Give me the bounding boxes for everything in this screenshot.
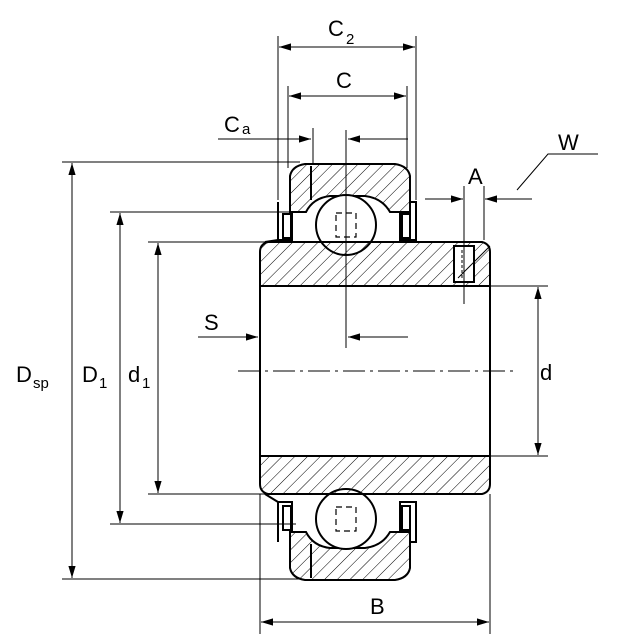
label-w: W [558, 130, 579, 155]
dimensions [62, 36, 598, 634]
label-a: A [468, 164, 483, 189]
label-ca: C [224, 112, 240, 137]
label-d1-inner-sub: 1 [142, 375, 150, 392]
seal-right-bottom [392, 501, 417, 543]
label-b: B [370, 594, 385, 619]
label-c2: C [328, 16, 344, 41]
label-d: d [540, 360, 552, 385]
outer-ring-bottom [289, 531, 411, 581]
label-c: C [336, 68, 352, 93]
label-d1-inner: d [128, 362, 140, 387]
dimension-labels: C 2 C C a W A S D sp D 1 d 1 d B [16, 16, 579, 619]
label-ca-sub: a [242, 121, 251, 138]
outer-ring-top [289, 163, 411, 213]
seal-right-top [392, 201, 417, 241]
ball-bottom [315, 488, 377, 550]
label-dsp-sub: sp [33, 375, 49, 392]
label-d1-outer: D [82, 362, 98, 387]
bearing-section [238, 130, 515, 581]
inner-ring-bottom [259, 455, 491, 495]
label-s: S [204, 310, 219, 335]
label-c2-sub: 2 [346, 31, 354, 48]
seal-left-bottom [277, 501, 300, 542]
label-d1-outer-sub: 1 [99, 375, 107, 392]
label-dsp: D [16, 362, 32, 387]
